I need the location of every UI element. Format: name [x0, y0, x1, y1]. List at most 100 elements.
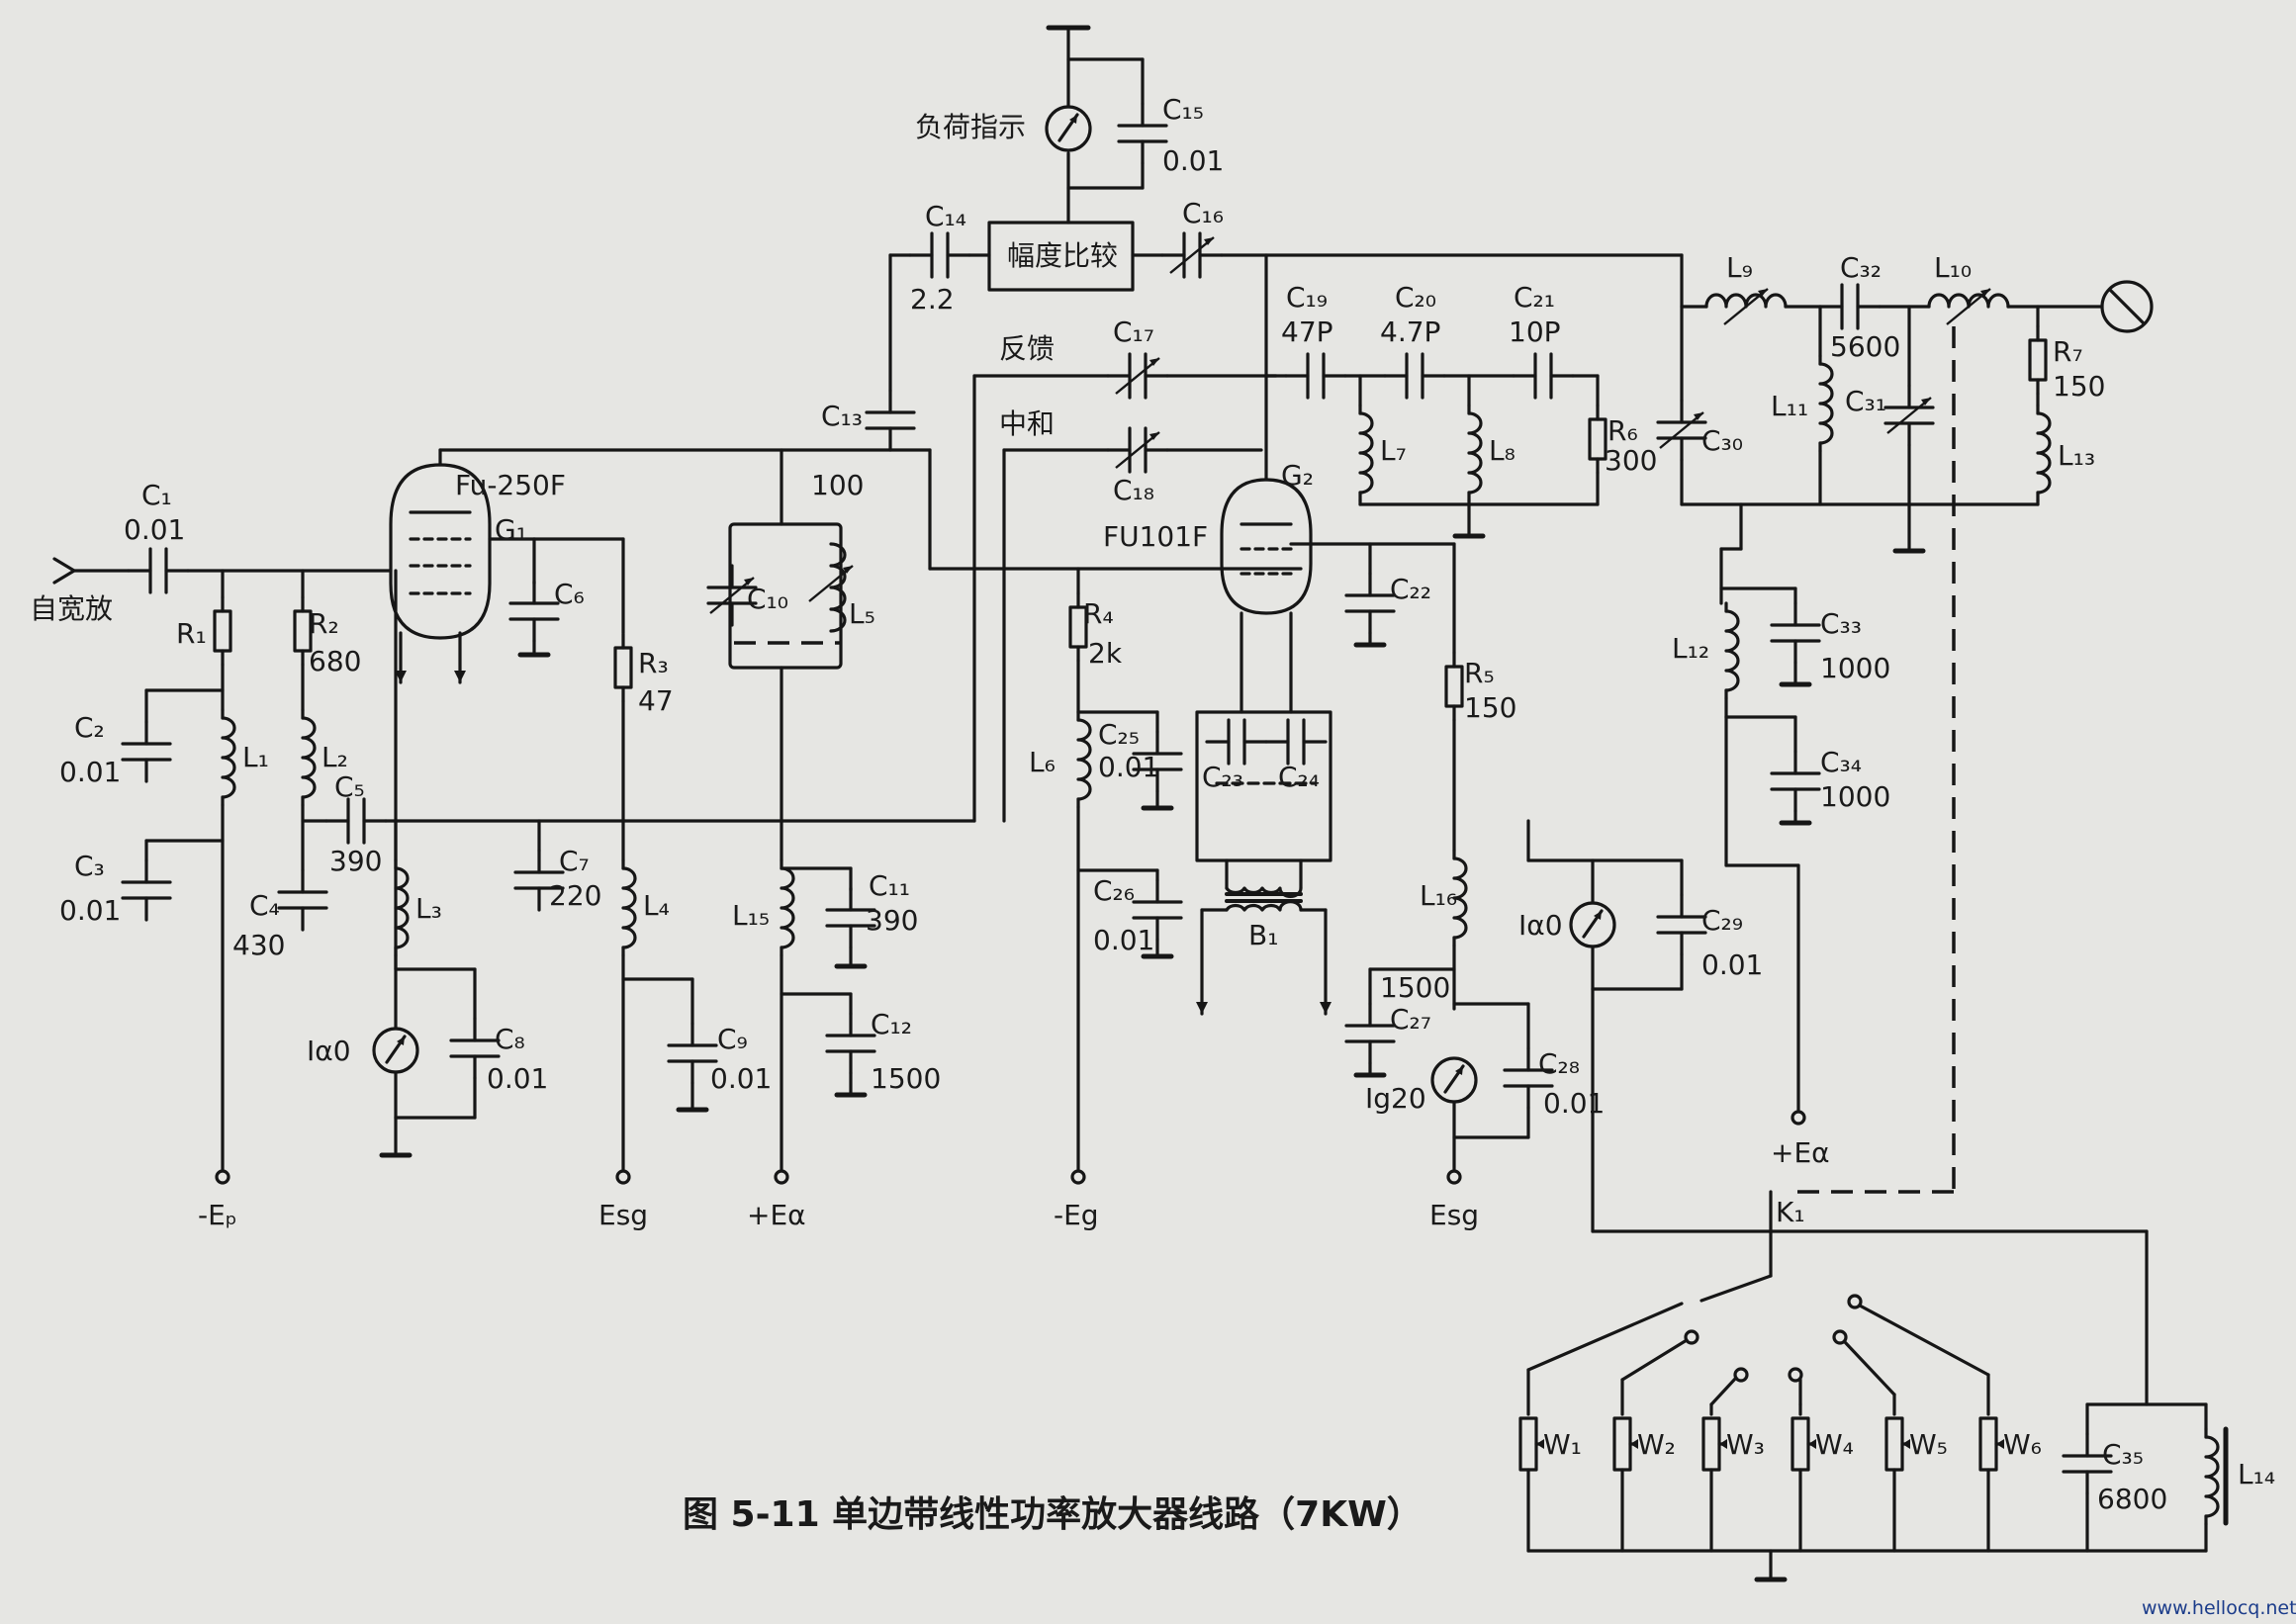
resistor-r6: [1588, 404, 1607, 475]
label-l7: L₇: [1380, 434, 1407, 467]
label-c32-value: 5600: [1830, 330, 1900, 363]
label-esg-1: Esg: [598, 1199, 648, 1231]
label-l6: L₆: [1029, 746, 1056, 778]
label-c20-value: 4.7P: [1380, 316, 1440, 348]
label-ia0-1: Iα0: [307, 1035, 351, 1067]
capacitor-c33: [1770, 601, 1821, 665]
label-c29: C₂₉: [1701, 904, 1743, 937]
label-c14: C₁₄: [925, 200, 966, 232]
label-pos-ea-2: +Eα: [1771, 1136, 1830, 1169]
label-c24: C₂₄: [1278, 761, 1320, 793]
bias-network: [1068, 567, 1183, 1185]
label-c9: C₉: [717, 1023, 748, 1055]
label-c8-value: 0.01: [487, 1062, 548, 1095]
label-esg-2: Esg: [1429, 1199, 1479, 1231]
label-c32: C₃₂: [1840, 251, 1882, 284]
label-l5: L₅: [849, 597, 875, 630]
label-l11: L₁₁: [1771, 390, 1808, 422]
label-c25-value: 0.01: [1098, 751, 1159, 783]
input-arrow: [52, 557, 76, 585]
capacitor-c14: [908, 231, 971, 279]
capacitor-c32: [1818, 283, 1882, 330]
label-tube2: FU101F: [1103, 520, 1208, 553]
label-l10: L₁₀: [1934, 251, 1972, 284]
label-c7: C₇: [559, 845, 590, 877]
label-l15: L₁₅: [732, 899, 770, 932]
label-c27: C₂₇: [1390, 1003, 1431, 1036]
inductor-l9: [1704, 293, 1788, 309]
component-labels: 自宽放 C₁ 0.01 R₁ R₂ 680 C₂ 0.01 C₃ 0.01 L₁…: [30, 93, 2275, 1515]
label-r2-value: 680: [309, 645, 361, 677]
label-c33-value: 1000: [1820, 652, 1890, 684]
label-neg-eg: -Eg: [1054, 1199, 1099, 1231]
label-r2: R₂: [309, 607, 339, 640]
label-c17: C₁₇: [1113, 316, 1154, 348]
inductor-l14: [2204, 1427, 2220, 1526]
label-amp-compare: 幅度比较: [1007, 239, 1118, 272]
capacitor-c15: [1117, 102, 1168, 165]
label-c11-value: 390: [866, 904, 918, 937]
label-l3: L₃: [415, 892, 442, 925]
label-c7-value: 220: [549, 879, 601, 912]
label-b1: B₁: [1248, 919, 1278, 951]
label-feedback: 反馈: [999, 332, 1055, 365]
label-r3: R₃: [638, 647, 669, 679]
tube2-grid-circuit: [1344, 542, 1554, 1185]
inductor-l12: [1724, 601, 1740, 700]
label-l2: L₂: [321, 741, 348, 773]
capacitor-c5: [324, 797, 388, 845]
label-tube1: Fu-250F: [455, 469, 566, 501]
capacitor-c34: [1770, 750, 1821, 813]
label-c9-value: 0.01: [710, 1062, 772, 1095]
label-c11: C₁₁: [869, 869, 910, 902]
label-c12: C₁₂: [871, 1008, 912, 1040]
label-r5: R₅: [1464, 657, 1495, 689]
label-c34-value: 1000: [1820, 780, 1890, 813]
inductor-l4: [621, 858, 637, 957]
plate-tank-1: [706, 448, 876, 1185]
tube1-cathode-circuit: [372, 819, 501, 1155]
label-c26-value: 0.01: [1093, 924, 1154, 956]
meter-ia0-2: [1569, 901, 1616, 948]
inductor-l5: [829, 542, 847, 633]
capacitor-c9: [667, 1022, 718, 1085]
label-c13-value: 100: [811, 469, 864, 501]
label-g2: G₂: [1281, 459, 1314, 492]
label-c14-value: 2.2: [910, 283, 955, 316]
inductor-l6: [1076, 710, 1092, 809]
label-r4: R₄: [1083, 597, 1114, 630]
label-c5-value: 390: [329, 845, 382, 877]
label-r6-value: 300: [1605, 444, 1657, 477]
label-c4: C₄: [249, 889, 280, 922]
label-c12-value: 1500: [871, 1062, 941, 1095]
label-c18: C₁₈: [1113, 474, 1154, 506]
label-c34: C₃₄: [1820, 746, 1862, 778]
label-input: 自宽放: [30, 592, 113, 625]
label-r4-value: 2k: [1088, 637, 1123, 670]
label-r5-value: 150: [1464, 691, 1516, 724]
inductor-l7: [1358, 404, 1374, 502]
feedback-neutralize: [972, 352, 1278, 823]
label-c3: C₃: [74, 850, 105, 882]
label-c30: C₃₀: [1701, 424, 1743, 457]
tube-fu101f: [1220, 253, 1456, 714]
label-w6: W₆: [2003, 1428, 2042, 1461]
resistor-r5: [1444, 651, 1464, 722]
label-c20: C₂₀: [1395, 281, 1436, 314]
meter-ig20: [1430, 1056, 1478, 1104]
label-c25: C₂₅: [1098, 718, 1140, 751]
label-r7-value: 150: [2053, 370, 2105, 403]
label-c19-value: 47P: [1281, 316, 1333, 348]
label-k1: K₁: [1776, 1196, 1805, 1228]
label-w1: W₁: [1543, 1428, 1582, 1461]
inductor-l15: [780, 858, 795, 957]
antenna-output-icon: [2100, 280, 2154, 333]
capacitor-c13: [865, 389, 916, 452]
label-c13: C₁₃: [821, 400, 863, 432]
label-c2: C₂: [74, 711, 105, 744]
label-c22: C₂₂: [1390, 573, 1431, 605]
label-c5: C₅: [334, 770, 365, 803]
capacitor-c29: [1656, 893, 1707, 956]
capacitor-c6: [508, 580, 560, 643]
